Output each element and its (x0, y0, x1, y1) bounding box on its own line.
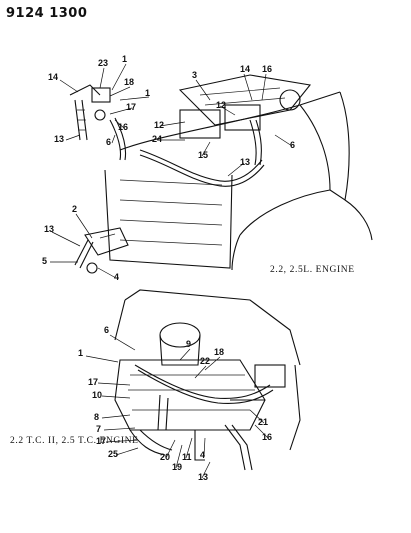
caption-top-engine: 2.2, 2.5L. ENGINE (270, 265, 355, 275)
top-left-detail (69, 84, 127, 161)
top-vehicle-body (104, 74, 373, 271)
document-number: 9124 1300 (6, 6, 88, 21)
bottom-engine-compartment (114, 289, 301, 471)
mid-left-detail (74, 227, 129, 274)
caption-bottom-engine: 2.2 T.C. II, 2.5 T.C. ENGINE (10, 436, 139, 446)
